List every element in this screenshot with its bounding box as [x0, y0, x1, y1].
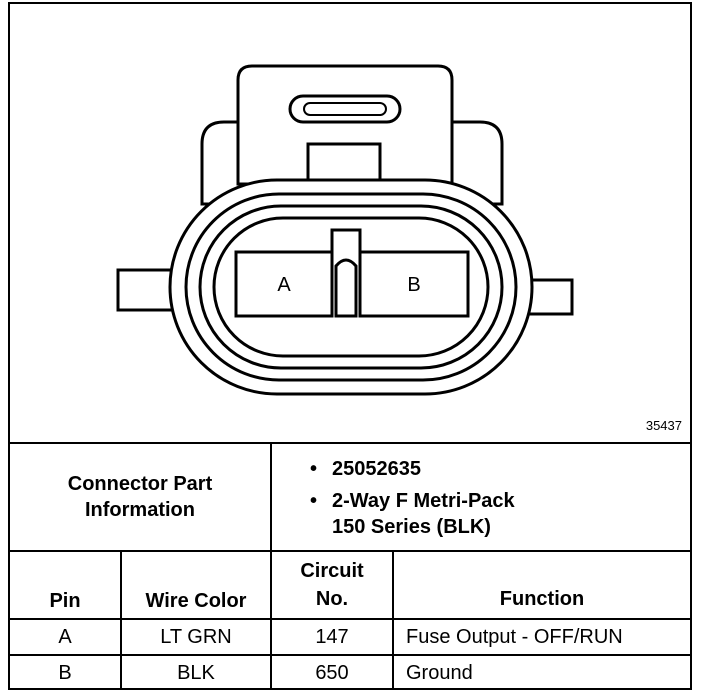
pin-a-label: A — [277, 273, 291, 296]
row-b-circuit: 650 — [315, 661, 349, 684]
row-a-function: Fuse Output - OFF/RUN — [406, 625, 623, 648]
col-divider-3 — [392, 550, 394, 690]
bullet-1: • — [310, 458, 318, 480]
pin-b-label: B — [407, 273, 421, 296]
part-description-line1: 2-Way F Metri-Pack — [332, 490, 515, 512]
col-divider-1 — [120, 550, 122, 690]
row-b-wire-color: BLK — [177, 661, 215, 684]
header-circuit-line2: No. — [315, 588, 349, 610]
latch-slot-inner — [303, 102, 387, 116]
table-header-border — [10, 550, 690, 552]
table-row-b-border — [10, 654, 690, 656]
table-row-a-border — [10, 618, 690, 620]
connector-part-label-line2: Information — [85, 499, 195, 521]
header-function: Function — [499, 587, 585, 610]
row-a-pin: A — [58, 625, 72, 648]
row-b-pin: B — [58, 661, 72, 684]
header-circuit-no: Circuit No. — [272, 554, 392, 616]
table-top-border — [10, 442, 690, 444]
connector-part-label-line1: Connector Part — [67, 473, 213, 495]
header-pin: Pin — [49, 589, 81, 612]
part-number: 25052635 — [332, 458, 421, 480]
row-a-circuit: 147 — [315, 625, 349, 648]
bullet-2: • — [310, 490, 318, 512]
connector-part-details: • 25052635 • 2-Way F Metri-Pack 150 Seri… — [310, 456, 680, 540]
connector-face-svg — [116, 64, 574, 396]
divider-key — [334, 258, 358, 318]
pin-a-cavity — [234, 250, 334, 318]
connector-diagram-frame: A B 35437 Connector Part Information • 2… — [8, 2, 692, 690]
connector-part-info-label: Connector Part Information — [10, 444, 270, 550]
row-a-wire-color: LT GRN — [160, 625, 232, 648]
figure-number: 35437 — [645, 418, 682, 433]
col-divider-2 — [270, 550, 272, 690]
connector-latch — [236, 64, 454, 186]
header-circuit-line1: Circuit — [300, 560, 364, 582]
row-b-function: Ground — [406, 661, 473, 684]
part-description-line2: 150 Series (BLK) — [332, 516, 491, 538]
header-wire-color: Wire Color — [145, 589, 247, 612]
connector-drawing: A B 35437 — [10, 4, 690, 442]
info-divider — [270, 442, 272, 550]
